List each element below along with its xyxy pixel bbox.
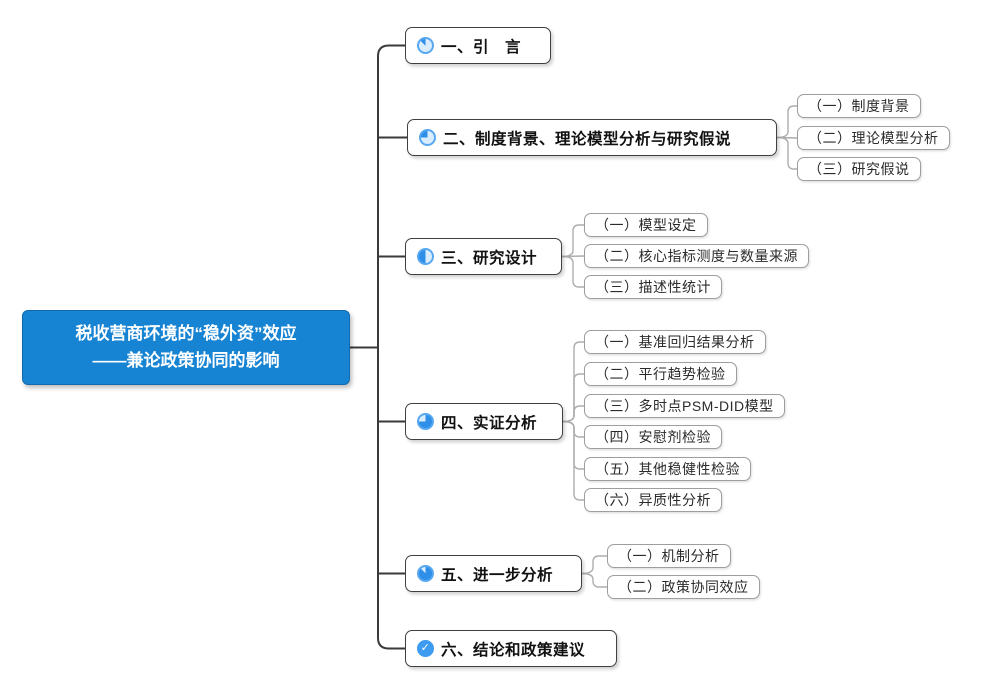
subtopic-node[interactable]: （六）异质性分析 [584,488,722,512]
branch-label: 四、实证分析 [441,414,538,432]
branch-label: 三、研究设计 [441,249,538,267]
subtopic-node[interactable]: （二）理论模型分析 [797,126,950,150]
task-progress-icon [417,248,434,265]
task-progress-icon [417,565,434,582]
task-progress-icon [419,129,436,146]
task-progress-icon [417,640,434,657]
subtopic-node[interactable]: （五）其他稳健性检验 [584,457,751,481]
subtopic-node[interactable]: （一）机制分析 [607,544,731,568]
branch-label: 一、引 言 [441,38,522,56]
root-topic-line1: 税收营商环境的“稳外资”效应 [75,324,297,344]
subtopic-node[interactable]: （二）平行趋势检验 [584,362,737,386]
subtopic-node[interactable]: （四）安慰剂检验 [584,425,722,449]
subtopic-node[interactable]: （三）描述性统计 [584,275,722,299]
subtopic-node[interactable]: （二）政策协同效应 [607,575,760,599]
root-topic-line2: ——兼论政策协同的影响 [92,350,280,370]
subtopic-node[interactable]: （三）研究假说 [797,157,921,181]
branch-label: 二、制度背景、理论模型分析与研究假说 [443,130,732,148]
branch-node-research-design[interactable]: 三、研究设计 [405,238,562,275]
task-progress-icon [417,37,434,54]
branch-label: 六、结论和政策建议 [441,641,586,659]
subtopic-node[interactable]: （三）多时点PSM-DID模型 [584,394,785,418]
task-progress-icon [417,413,434,430]
subtopic-node[interactable]: （二）核心指标测度与数量来源 [584,244,809,268]
branch-node-background-theory[interactable]: 二、制度背景、理论模型分析与研究假说 [407,119,777,156]
branch-node-introduction[interactable]: 一、引 言 [405,27,551,64]
subtopic-node[interactable]: （一）制度背景 [797,94,921,118]
root-topic[interactable]: 税收营商环境的“稳外资”效应 ——兼论政策协同的影响 [22,310,350,385]
branch-node-conclusion[interactable]: 六、结论和政策建议 [405,630,617,667]
branch-node-empirical-analysis[interactable]: 四、实证分析 [405,403,563,440]
subtopic-node[interactable]: （一）模型设定 [584,213,708,237]
branch-label: 五、进一步分析 [441,566,554,584]
branch-node-further-analysis[interactable]: 五、进一步分析 [405,555,582,592]
subtopic-node[interactable]: （一）基准回归结果分析 [584,330,766,354]
